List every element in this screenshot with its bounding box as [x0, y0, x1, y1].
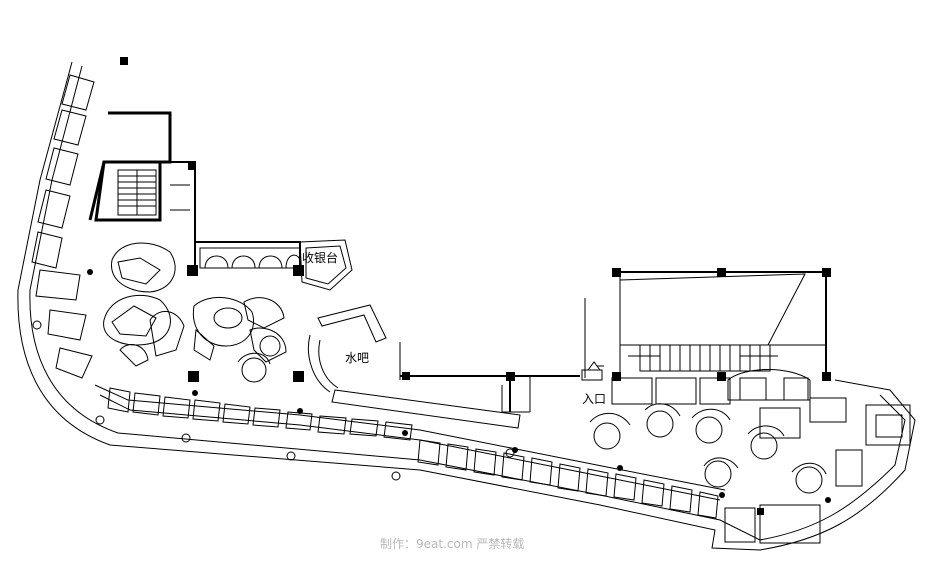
right-booths — [611, 369, 911, 544]
entrance-label: 入口 — [582, 392, 606, 406]
entrance-door — [581, 361, 604, 381]
upper-right-room — [615, 271, 827, 376]
water-bar-label: 水吧 — [345, 351, 369, 365]
inner-walls — [170, 161, 586, 413]
water-bar — [307, 304, 521, 429]
structural-columns — [120, 57, 831, 515]
window-strips-left — [31, 74, 95, 379]
outer-wall — [17, 61, 916, 551]
lounge-seating — [103, 242, 287, 367]
credit-watermark: 制作：9eat.com 严禁转载 — [380, 536, 524, 551]
round-tables — [237, 335, 827, 494]
cashier-area — [199, 239, 353, 291]
booth-row-bottom — [107, 387, 719, 519]
round-posts — [32, 269, 831, 503]
staircase — [88, 111, 172, 222]
cashier-label: 收银台 — [302, 250, 338, 265]
